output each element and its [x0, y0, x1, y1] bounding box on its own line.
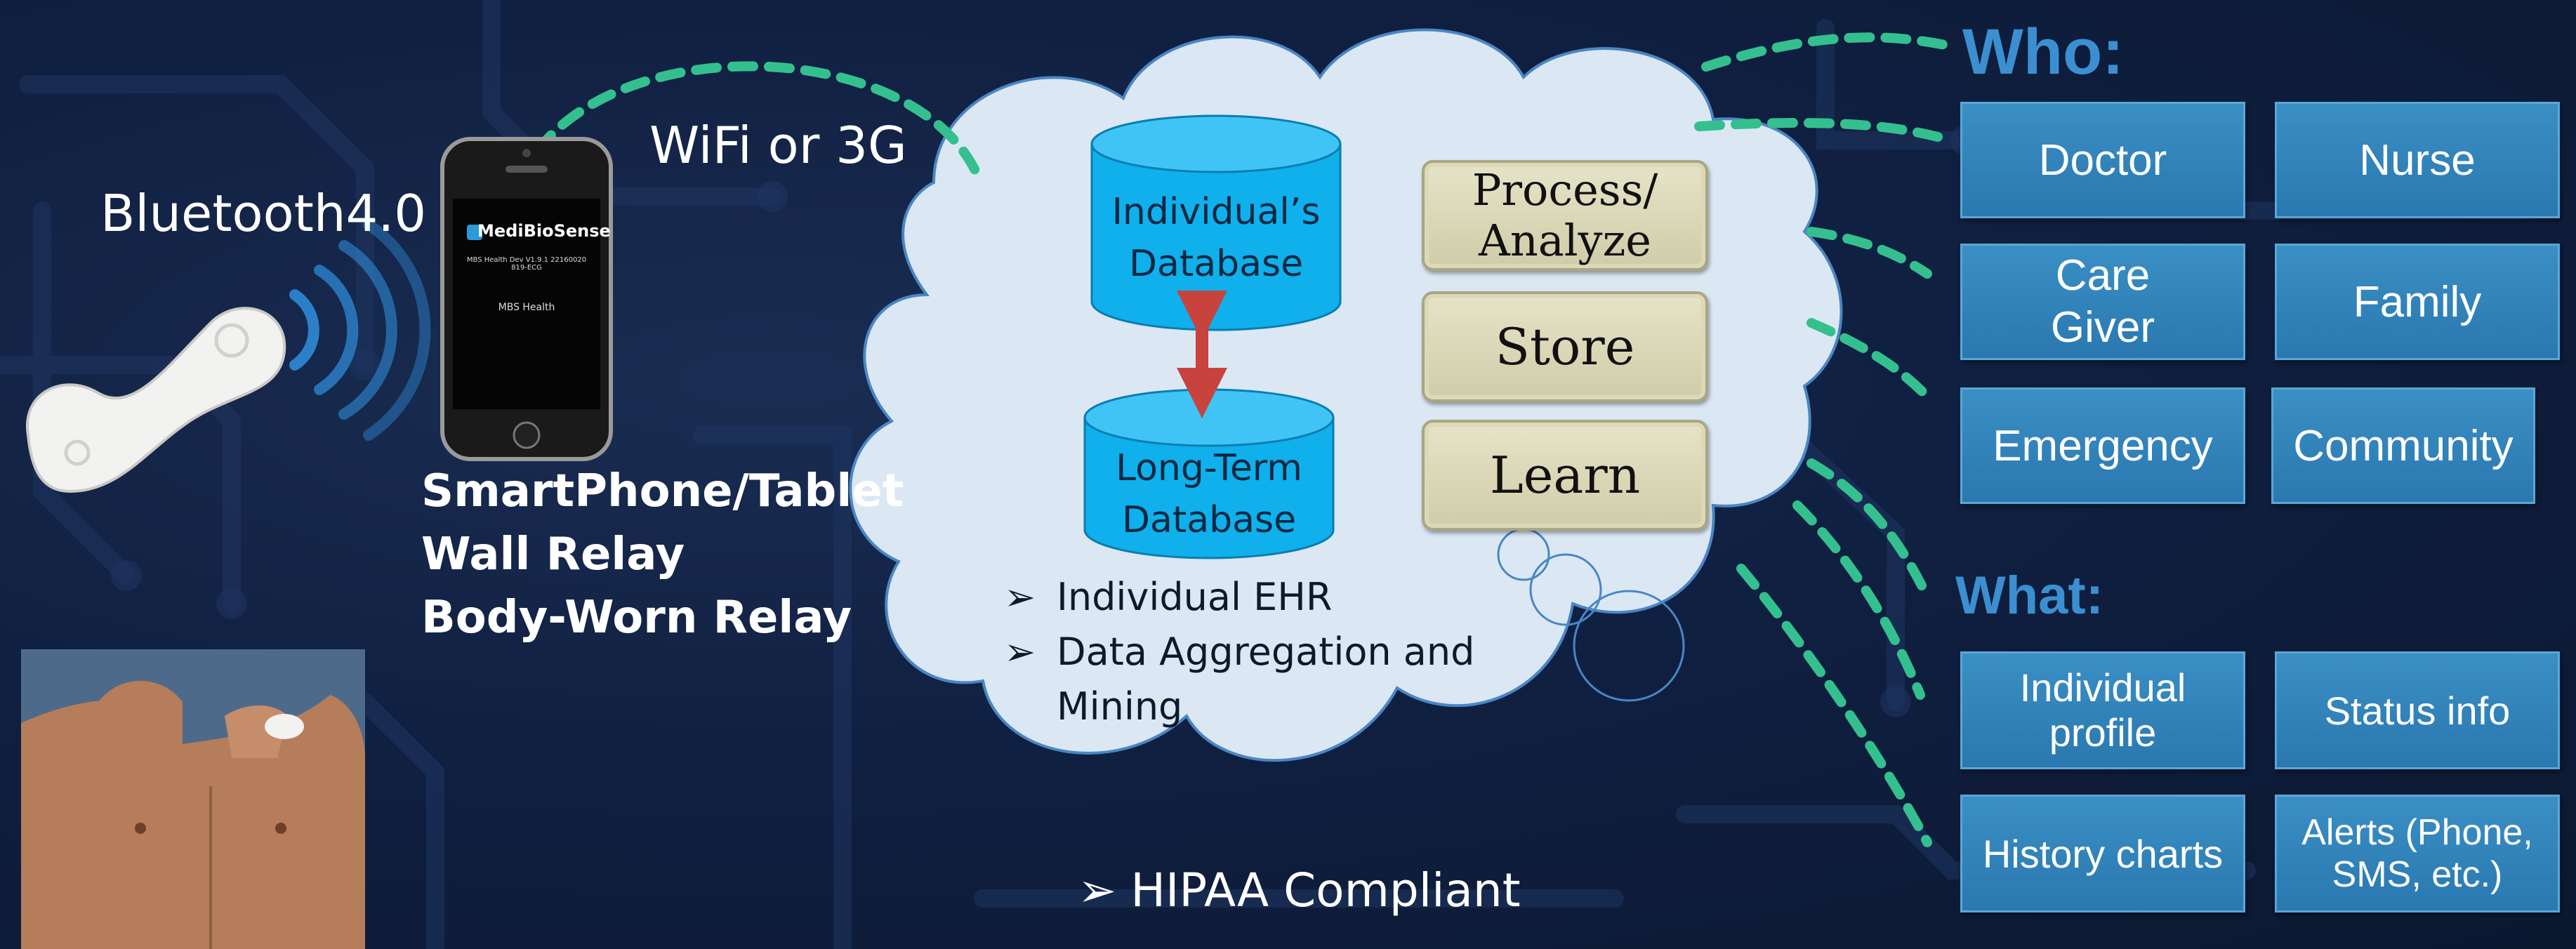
arrow-bullet-icon: ➢	[1004, 630, 1036, 674]
link-emergency	[1806, 318, 1929, 398]
arrow-bullet-icon: ➢	[1078, 863, 1117, 917]
who-tile-doctor[interactable]: Doctor	[1960, 102, 2245, 218]
patient-photo	[21, 649, 365, 949]
cloud-bullets: ➢Individual EHR ➢Data Aggregation and Mi…	[1004, 570, 1510, 734]
process-analyze-label: Process/ Analyze	[1472, 164, 1658, 266]
app-brand: MediBioSense	[477, 221, 611, 241]
app-screen-text: MBS Health	[498, 302, 555, 313]
relay-item: Wall Relay	[421, 529, 685, 580]
store-label: Store	[1495, 317, 1635, 376]
process-analyze-button[interactable]: Process/ Analyze	[1422, 160, 1708, 271]
signal-arcs	[289, 219, 431, 441]
who-heading: Who:	[1962, 16, 2124, 88]
app-status: MBS Health Dev V1.9.1 22160020 819-ECG	[466, 256, 587, 272]
link-what-2	[1792, 500, 1925, 700]
bullet-item: ➢Data Aggregation and Mining	[1004, 625, 1510, 734]
link-what-1	[1806, 458, 1929, 595]
arrow-bullet-icon: ➢	[1004, 575, 1036, 619]
store-button[interactable]: Store	[1422, 291, 1708, 402]
learn-button[interactable]: Learn	[1422, 420, 1708, 531]
link-what-3	[1736, 564, 1932, 847]
db-longterm-cylinder	[1083, 388, 1335, 559]
what-tile-alerts[interactable]: Alerts (Phone, SMS, etc.)	[2275, 795, 2560, 912]
what-tile-history[interactable]: History charts	[1960, 795, 2245, 912]
who-tile-caregiver[interactable]: Care Giver	[1960, 244, 2245, 360]
bullet-item: ➢Individual EHR	[1004, 570, 1510, 625]
what-tile-profile[interactable]: Individual profile	[1960, 651, 2245, 769]
smartphone	[440, 137, 613, 461]
relay-item: Body-Worn Relay	[421, 592, 852, 644]
link-caregiver	[1806, 227, 1932, 279]
hipaa-label: HIPAA Compliant	[1130, 863, 1521, 917]
hipaa-compliance: ➢ HIPAA Compliant	[1078, 863, 1521, 917]
who-tile-nurse[interactable]: Nurse	[2275, 102, 2560, 218]
wifi-link	[532, 61, 981, 177]
what-tile-status[interactable]: Status info	[2275, 651, 2560, 769]
learn-label: Learn	[1489, 446, 1641, 505]
who-tile-emergency[interactable]: Emergency	[1960, 387, 2245, 504]
relay-item: SmartPhone/Tablet	[421, 465, 904, 517]
who-tile-family[interactable]: Family	[2275, 244, 2560, 360]
link-doctor	[1701, 32, 1953, 72]
what-heading: What:	[1955, 566, 2104, 625]
db-longterm-label: Long-Term Database	[1116, 447, 1302, 541]
relay-list: SmartPhone/Tablet Wall Relay Body-Worn R…	[421, 460, 904, 649]
db-individual-label: Individual’s Database	[1111, 191, 1321, 285]
wifi-label: WiFi or 3G	[649, 116, 907, 175]
db-individual-cylinder	[1090, 114, 1342, 331]
bluetooth-label: Bluetooth4.0	[100, 184, 427, 243]
dashed-links	[532, 32, 1953, 847]
link-doctor-2	[1694, 118, 1943, 142]
who-tile-community[interactable]: Community	[2271, 387, 2535, 504]
sensor-patch	[25, 307, 286, 493]
